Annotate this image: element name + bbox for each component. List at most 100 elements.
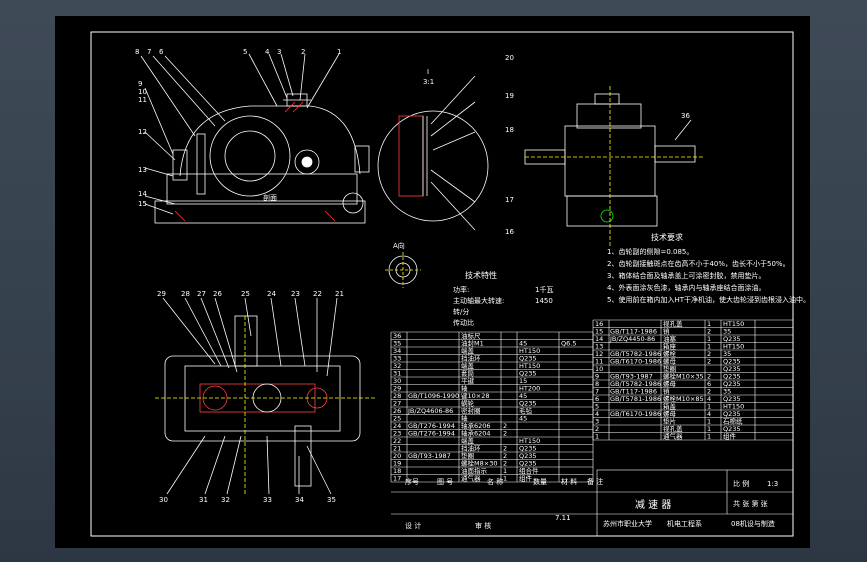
bom-right-mat: Q235 [723, 335, 741, 343]
bom-right-code: GB/T5782-1986 [610, 350, 661, 358]
balloon-18: 18 [505, 126, 514, 134]
balloon-3: 3 [277, 48, 281, 56]
bom-left-no: 35 [393, 340, 401, 348]
tech-char-val-0: 1千瓦 [535, 285, 553, 294]
bom-right-name: 螺栓M10×85 [663, 394, 704, 403]
bom-right-code: GB/T117-1986 [610, 328, 657, 336]
drawing-border [90, 31, 794, 537]
balloon-1: 1 [337, 48, 341, 56]
bom-right-name: 垫圈 [663, 364, 676, 373]
bom-right-no: 3 [595, 418, 599, 426]
bom-right-name: 螺栓 [663, 349, 677, 358]
bom-right-no: 14 [595, 335, 603, 343]
bom-right-mat: 组件 [723, 432, 737, 441]
bom-right-no: 7 [595, 388, 599, 396]
bom-right-code: GB/T6170-1986 [610, 358, 661, 366]
tech-req-item-2: 3、箱体结合面及轴承盖上可涂密封胶，禁用垫片。 [607, 271, 765, 280]
bom-left-name: 通气器 [461, 474, 481, 483]
balloon-4: 4 [265, 48, 270, 56]
bom-left-mat: Q235 [519, 400, 537, 408]
bom-left-name: 轴承6204 [461, 429, 491, 438]
bom-left-name: 油封M1 [461, 339, 484, 348]
balloon-14: 14 [138, 190, 147, 198]
bom-left-mat: Q235 [519, 355, 537, 363]
bom-right-mat: 35 [723, 328, 731, 336]
bom-right-mat: 石棉纸 [723, 417, 743, 426]
bom-left-name: 挡油环 [461, 354, 481, 363]
bom-right-no: 2 [595, 425, 599, 433]
balloon-8: 8 [135, 48, 139, 56]
bom-right-no: 6 [595, 395, 599, 403]
balloon-11: 11 [138, 96, 147, 104]
bom-right-qty: 4 [707, 395, 711, 403]
bom-left-mat: HT150 [519, 362, 540, 370]
balloon-12: 12 [138, 128, 147, 136]
balloon-36: 36 [681, 112, 690, 120]
bom-left-code: GB/T1096-1990 [408, 392, 459, 400]
bom-right-no: 13 [595, 343, 603, 351]
bom-right-name: 油塞 [663, 334, 677, 343]
bom-right-qty: 1 [707, 418, 711, 426]
tech-char-key-1: 主动轴最大转速: [453, 296, 504, 305]
bom-right-no: 16 [595, 320, 603, 328]
bom-left-mat: 组件 [519, 474, 533, 483]
balloon-31: 31 [199, 496, 208, 504]
bom-right-mat: HT150 [723, 343, 744, 351]
tech-requirements: 技术要求 1、齿轮副的侧隙=0.085。 2、齿轮副接触斑点在齿高不小于40%，… [607, 232, 810, 304]
title-header-5: 备 注 [587, 477, 603, 486]
bom-left-name: 蜗轮 [461, 399, 475, 408]
bom-right-no: 5 [595, 403, 599, 411]
balloon-10: 10 [138, 88, 147, 96]
bom-right-mat: HT150 [723, 320, 744, 328]
bom-right-qty: 2 [707, 388, 711, 396]
bom-right-code: GB/T5782-1986 [610, 380, 661, 388]
bom-right-code: GB/T6170-1986 [610, 410, 661, 418]
scale-label: 比 例 [733, 479, 749, 488]
balloon-22: 22 [313, 290, 322, 298]
a-view-label: A向 [393, 241, 405, 250]
tech-req-item-1: 2、齿轮副接触斑点在齿高不小于40%，齿长不小于50%。 [607, 259, 790, 268]
bom-left-no: 32 [393, 362, 401, 370]
bom-left-no: 33 [393, 355, 401, 363]
bom-right-mat: 35 [723, 350, 731, 358]
top-view-balloons: 29 28 27 26 25 24 23 22 21 30 31 32 33 3… [157, 290, 344, 504]
bom-right-no: 8 [595, 380, 599, 388]
balloon-28: 28 [181, 290, 190, 298]
bom-left-mat: Q235 [519, 460, 537, 468]
front-view-balloons: 8 7 6 5 4 3 2 1 9 10 11 12 13 14 15 剖面 [135, 48, 341, 208]
bom-right-name: 垫片 [663, 417, 676, 426]
bom-right-name: 螺栓M10×35 [663, 372, 704, 381]
tech-char-title: 技术特性 [465, 270, 497, 280]
bom-left-mat: 组合件 [519, 466, 539, 475]
bom-left-no: 25 [393, 415, 401, 423]
bom-left-no: 28 [393, 392, 401, 400]
front-view [140, 53, 370, 224]
title-block: 序号 图 号 名 称 数量 材 料 备 注 减 速 器 比 例 1:3 共 张 … [391, 469, 794, 537]
detail-view [377, 75, 489, 231]
bom-right-qty: 1 [707, 425, 711, 433]
balloon-33: 33 [263, 496, 272, 504]
title-header-3: 数量 [533, 477, 547, 486]
tech-req-item-0: 1、齿轮副的侧隙=0.085。 [607, 247, 693, 256]
balloon-29: 29 [157, 290, 166, 298]
bom-right-mat: Q235 [723, 373, 741, 381]
bom-right-name: 箱盖 [663, 402, 677, 411]
bom-left-code: GB/T93-1987 [408, 452, 451, 460]
bom-left-no: 31 [393, 370, 401, 378]
bom-left-mat: 45 [519, 415, 527, 423]
bom-right-code: GB/T93-1987 [610, 373, 653, 381]
bom-right-name: 销 [663, 327, 670, 336]
bom-left-mat: Q235 [519, 452, 537, 460]
bom-right-name: 视孔盖 [663, 319, 683, 328]
bom-left-name: 密封圈 [461, 406, 481, 415]
drawing-canvas: 8 7 6 5 4 3 2 1 9 10 11 12 13 14 15 剖面 I… [55, 16, 810, 548]
balloon-13: 13 [138, 166, 147, 174]
bom-left-qty: 2 [503, 460, 507, 468]
a-view [385, 252, 421, 288]
balloon-27: 27 [197, 290, 206, 298]
bom-right-no: 12 [595, 350, 603, 358]
school-label: 苏州市职业大学 [603, 519, 652, 528]
tech-char-key-2: 转/分 [453, 307, 469, 316]
bom-right-name: 箱座 [663, 342, 677, 351]
bom-left-name: 油面指示 [461, 466, 488, 475]
